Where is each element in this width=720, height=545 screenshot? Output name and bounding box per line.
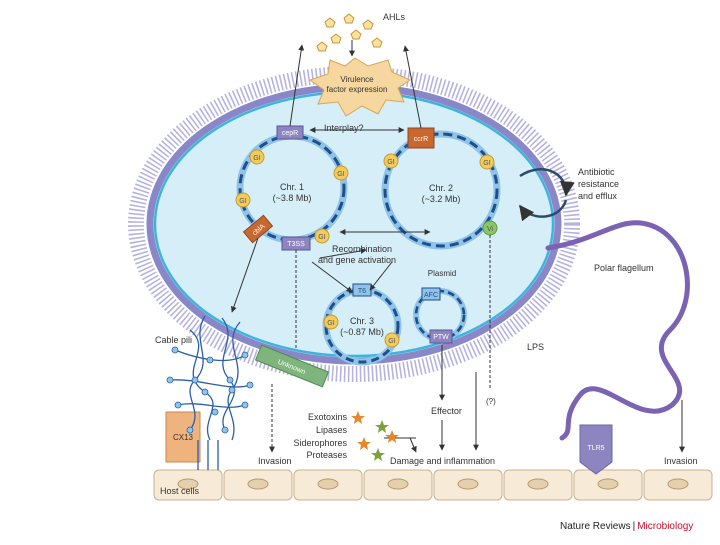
host-cell-nucleus: [667, 478, 689, 490]
proteases-label: Proteases: [306, 450, 347, 460]
host-cell-nucleus: [387, 478, 409, 490]
question-label: (?): [486, 397, 496, 406]
tlr5-receptor: TLR5: [579, 424, 613, 475]
host-cell-nucleus: [597, 478, 619, 490]
svg-text:T6: T6: [358, 288, 366, 295]
gi-marker: GI: [333, 165, 349, 181]
svg-text:T3SS: T3SS: [287, 241, 305, 248]
host-cell-layer: [153, 469, 713, 501]
host-cell-nucleus: [247, 478, 269, 490]
svg-text:cepR: cepR: [282, 130, 298, 137]
recomb-line-2: and gene activation: [318, 255, 396, 265]
chr2-size: (~3.2 Mb): [422, 194, 461, 204]
plasmid-label: Plasmid: [428, 269, 456, 278]
gene-boxes: cepR ccrR cblA T3SS T6 AFC PTW Unknown: [242, 125, 453, 388]
t3ss-gene-box: T3SS: [281, 236, 311, 251]
ahl-molecules: [316, 13, 383, 52]
svg-text:GI: GI: [387, 159, 394, 166]
ahls-label: AHLs: [383, 12, 406, 22]
svg-text:GI: GI: [318, 234, 325, 241]
host-cell-nucleus: [457, 478, 479, 490]
exotoxins-label: Exotoxins: [308, 412, 348, 422]
unknown-box: Unknown: [254, 344, 330, 388]
journal-credit: Nature Reviews|Microbiology: [560, 521, 693, 532]
ccr-gene-box: ccrR: [407, 127, 435, 149]
genomic-islands: GI GI GI GI GI GI GI GI Vi: [235, 149, 498, 348]
gi-marker: GI: [384, 332, 400, 348]
cable-pili-label: Cable pili: [155, 335, 192, 345]
antibiotic-line-1: Antibiotic: [578, 167, 615, 177]
cep-gene-box: cepR: [276, 125, 304, 140]
tlr5-label: TLR5: [587, 445, 604, 452]
svg-text:AFC: AFC: [424, 292, 438, 299]
chr2-name: Chr. 2: [429, 183, 453, 193]
host-cells-label: Host cells: [160, 486, 200, 496]
chromosome-2: Chr. 2 (~3.2 Mb): [381, 130, 501, 250]
gi-marker: GI: [383, 153, 399, 169]
virulence-burst: Virulence factor expression: [308, 57, 412, 117]
journal-section: Microbiology: [637, 521, 694, 532]
svg-text:GI: GI: [388, 338, 395, 345]
efflux-arrows: [519, 168, 575, 222]
gi-marker: GI: [249, 149, 265, 165]
annotations: Interplay? Recombination and gene activa…: [155, 123, 698, 496]
svg-text:GI: GI: [239, 198, 246, 205]
damage-label: Damage and inflammation: [390, 456, 495, 466]
interplay-label: Interplay?: [324, 123, 364, 133]
chr1-name: Chr. 1: [280, 182, 304, 192]
chr1-size: (~3.8 Mb): [273, 193, 312, 203]
cx13-label: CX13: [173, 433, 194, 442]
polar-flagellum-label: Polar flagellum: [594, 263, 654, 273]
gi-marker: GI: [314, 228, 330, 244]
chr3-name: Chr. 3: [350, 316, 374, 326]
svg-text:GI: GI: [337, 171, 344, 178]
polar-flagellum: [545, 220, 690, 441]
chr3-size: (~0.87 Mb): [340, 327, 384, 337]
lipases-label: Lipases: [316, 425, 348, 435]
gi-marker: GI: [323, 314, 339, 330]
afc-gene-box: AFC: [421, 287, 441, 301]
svg-text:GI: GI: [327, 320, 334, 327]
recomb-line-1: Recombination: [332, 244, 392, 254]
secreted-factors: [351, 411, 399, 461]
ptw-gene-box: PTW: [429, 329, 453, 344]
siderophores-label: Siderophores: [293, 438, 347, 448]
journal-name: Nature Reviews: [560, 521, 631, 532]
cbl-gene-box: cblA: [242, 214, 274, 244]
t6-gene-box: T6: [352, 283, 372, 297]
connectors: [230, 40, 685, 453]
credit-separator: |: [632, 521, 636, 532]
svg-text:GI: GI: [253, 155, 260, 162]
antibiotic-line-3: and efflux: [578, 191, 617, 201]
virulence-line-1: Virulence: [340, 75, 374, 84]
invasion-right-label: Invasion: [664, 456, 698, 466]
svg-text:Vi: Vi: [487, 226, 494, 233]
gi-marker: GI: [235, 192, 251, 208]
host-cell-nucleus: [317, 478, 339, 490]
host-cell-nucleus: [177, 478, 199, 490]
vi-marker: Vi: [482, 220, 498, 236]
svg-text:GI: GI: [483, 160, 490, 167]
lps-label: LPS: [527, 342, 544, 352]
antibiotic-line-2: resistance: [578, 179, 619, 189]
virulence-line-2: factor expression: [327, 85, 388, 94]
gi-marker: GI: [479, 154, 495, 170]
effector-label: Effector: [431, 406, 462, 416]
svg-text:ccrR: ccrR: [414, 136, 428, 143]
invasion-left-label: Invasion: [258, 456, 292, 466]
host-cell-nucleus: [527, 478, 549, 490]
cable-pili: [166, 315, 254, 470]
svg-text:PTW: PTW: [433, 334, 449, 341]
